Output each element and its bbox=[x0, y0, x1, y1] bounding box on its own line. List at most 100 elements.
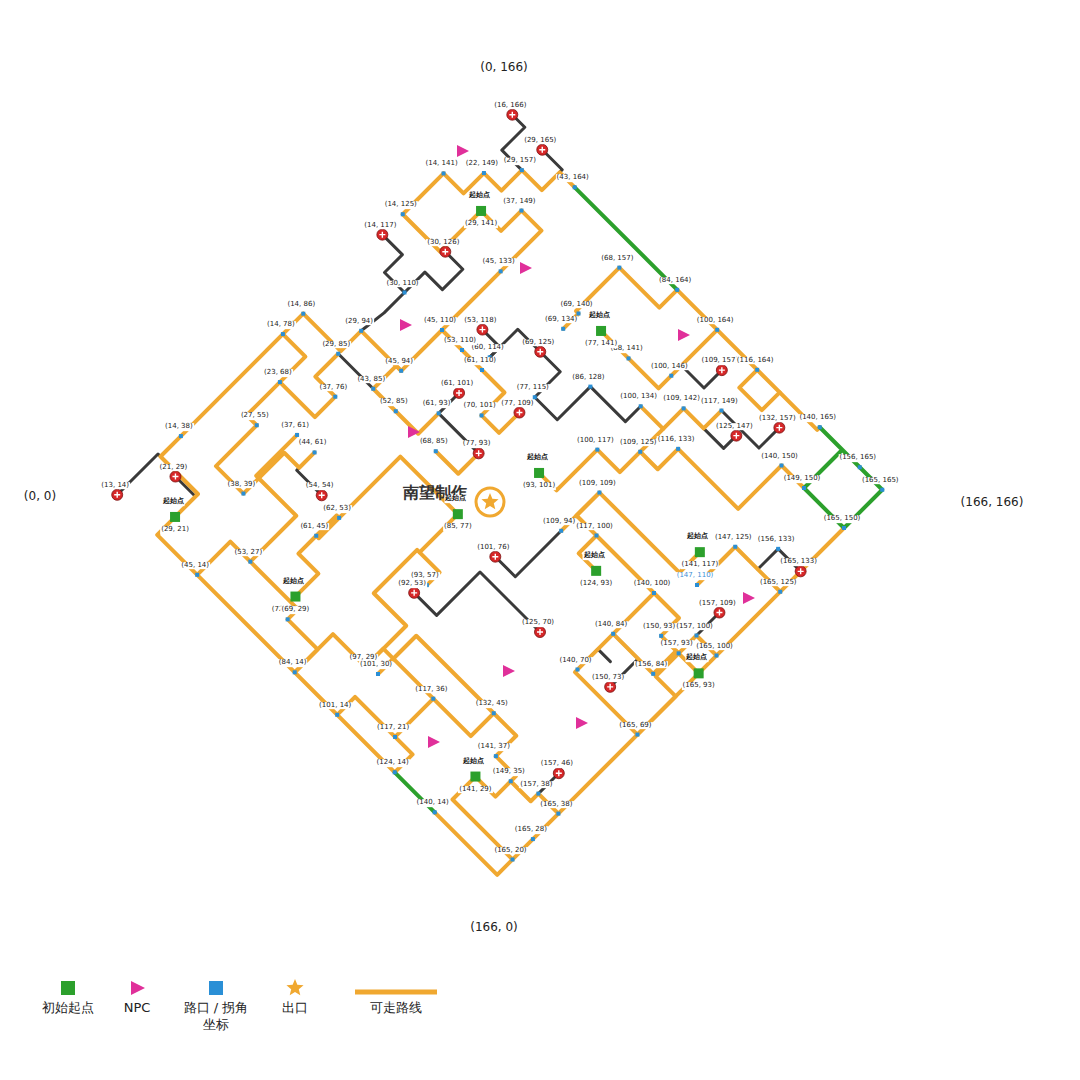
coordinate-label: (124, 93) bbox=[579, 580, 613, 588]
junction-dot bbox=[434, 449, 438, 453]
dead-end-circle bbox=[170, 471, 181, 482]
junction-dot bbox=[588, 385, 592, 389]
coordinate-label: (14, 86) bbox=[286, 301, 316, 309]
coordinate-label: (117, 21) bbox=[376, 724, 410, 732]
dead-end-circle bbox=[440, 246, 451, 257]
dead-end-circle bbox=[477, 324, 488, 335]
dead-end-circle bbox=[409, 587, 420, 598]
maze-marks bbox=[112, 109, 885, 861]
coordinate-label: (156, 84) bbox=[634, 661, 668, 669]
junction-dot bbox=[431, 697, 435, 701]
legend-text: 出口 bbox=[282, 1000, 308, 1017]
coordinate-label: (100, 134) bbox=[619, 393, 658, 401]
coordinate-label: (69, 29) bbox=[281, 606, 311, 614]
coordinate-label: (29, 141) bbox=[464, 220, 498, 228]
junction-dot bbox=[597, 491, 601, 495]
junction-dot bbox=[337, 516, 341, 520]
start-label: 起始点 bbox=[588, 312, 611, 320]
start-square bbox=[170, 512, 180, 522]
coordinate-label: (43, 164) bbox=[556, 174, 590, 182]
coordinate-label: (14, 141) bbox=[424, 161, 458, 169]
walkable-path bbox=[295, 634, 434, 699]
walkable-path bbox=[396, 411, 439, 434]
coordinate-label: (101, 76) bbox=[476, 544, 510, 552]
npc-symbol bbox=[400, 319, 412, 331]
junction-dot bbox=[617, 266, 621, 270]
start-square bbox=[453, 509, 463, 519]
coordinate-label: (14, 78) bbox=[266, 321, 296, 329]
dead-end-cross bbox=[114, 492, 120, 498]
junction-dot bbox=[715, 654, 719, 658]
junction-dot bbox=[556, 812, 560, 816]
npc-symbol bbox=[503, 665, 515, 677]
start-label: 起始点 bbox=[444, 495, 467, 503]
coordinate-label: (165, 125) bbox=[759, 579, 798, 587]
dead-end-circle bbox=[553, 768, 564, 779]
walkable-path bbox=[641, 406, 722, 429]
walkable-path bbox=[433, 699, 516, 756]
dead-end-cross bbox=[442, 249, 448, 255]
dead-end-marker bbox=[731, 430, 742, 441]
coordinate-label: (70, 101) bbox=[462, 403, 496, 411]
junction-dot bbox=[651, 672, 655, 676]
coordinate-label: (61, 93) bbox=[422, 401, 452, 409]
walkable-path bbox=[739, 370, 779, 410]
coordinate-label: (165, 165) bbox=[861, 477, 900, 485]
start-square bbox=[534, 468, 544, 478]
coordinate-label: (27, 55) bbox=[240, 412, 270, 420]
start-label: 起始点 bbox=[526, 454, 549, 462]
walkable-path bbox=[575, 634, 699, 735]
start-label: 起始点 bbox=[686, 533, 709, 541]
junction-dot bbox=[179, 434, 183, 438]
coordinate-label: (77, 141) bbox=[584, 340, 618, 348]
coordinate-label: (140, 70) bbox=[558, 657, 592, 665]
junction-dot bbox=[371, 387, 375, 391]
walkable-path bbox=[436, 451, 479, 474]
coordinate-label: (62, 53) bbox=[322, 505, 352, 513]
walkable-path bbox=[216, 382, 315, 493]
coordinate-label: (165, 38) bbox=[539, 801, 573, 809]
coordinate-label: (147, 125) bbox=[714, 534, 753, 542]
coordinate-label: (23, 68) bbox=[263, 369, 293, 377]
coordinate-label: (132, 157) bbox=[758, 415, 797, 423]
coordinate-label: (109, 125) bbox=[619, 439, 658, 447]
junction-dot bbox=[652, 591, 656, 595]
junction-dot bbox=[695, 634, 699, 638]
junction-dot bbox=[494, 754, 498, 758]
junction-dot bbox=[295, 433, 299, 437]
npc-symbol bbox=[678, 329, 690, 341]
junction-dot bbox=[394, 409, 398, 413]
junction-dot bbox=[719, 409, 723, 413]
dead-end-cross bbox=[509, 112, 515, 118]
coordinate-label: (92, 53) bbox=[397, 580, 427, 588]
coordinate-label: (68, 85) bbox=[419, 438, 449, 446]
junction-dot bbox=[561, 327, 565, 331]
coordinate-label: (116, 133) bbox=[657, 436, 696, 444]
walkable-path-group bbox=[157, 170, 844, 875]
dead-end-circle bbox=[112, 489, 123, 500]
dead-end-cross bbox=[539, 147, 545, 153]
coordinate-label: (157, 38) bbox=[519, 781, 553, 789]
junction-dot bbox=[531, 837, 535, 841]
walkable-path bbox=[303, 314, 442, 371]
coordinate-label: (100, 117) bbox=[576, 437, 615, 445]
junction-dot bbox=[676, 447, 680, 451]
coordinate-label: (61, 45) bbox=[299, 523, 329, 531]
route-sample bbox=[355, 990, 437, 995]
coordinate-label: (45, 94) bbox=[384, 358, 414, 366]
junction-dot bbox=[393, 735, 397, 739]
junction-dot bbox=[595, 448, 599, 452]
dead-end-marker bbox=[605, 681, 616, 692]
start-square bbox=[470, 772, 480, 782]
junction-dot bbox=[659, 634, 663, 638]
junction-dot bbox=[403, 291, 407, 295]
start-square bbox=[476, 206, 486, 216]
junction-dot bbox=[335, 713, 339, 717]
coordinate-label: (44, 61) bbox=[298, 440, 328, 448]
coordinate-label: (38, 39) bbox=[227, 481, 257, 489]
junction-dot bbox=[639, 404, 643, 408]
dead-end-circle bbox=[605, 681, 616, 692]
junction-dot bbox=[278, 380, 282, 384]
dead-end-cross bbox=[716, 610, 722, 616]
dead-end-cross bbox=[537, 629, 543, 635]
